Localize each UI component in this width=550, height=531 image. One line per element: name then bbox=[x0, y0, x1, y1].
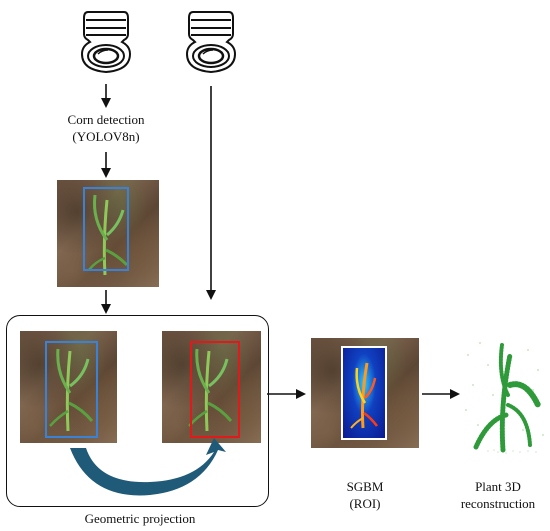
geometric-projection-label: Geometric projection bbox=[84, 511, 196, 526]
detection-image bbox=[57, 180, 159, 287]
geometric-projection-panel bbox=[6, 315, 269, 507]
projection-left-image bbox=[20, 331, 117, 443]
corn-plant-graphic bbox=[88, 194, 129, 276]
corn-plant-graphic bbox=[49, 348, 94, 432]
plant-point-cloud bbox=[465, 342, 544, 454]
detection-bounding-box bbox=[83, 187, 129, 271]
plant3d-title: Plant 3D bbox=[475, 479, 521, 494]
corn-detection-model: (YOLOV8n) bbox=[72, 129, 140, 144]
plant3d-label: Plant 3D reconstruction bbox=[446, 478, 550, 512]
corn-detection-label: Corn detection (YOLOV8n) bbox=[46, 111, 166, 145]
projected-bounding-box bbox=[190, 341, 240, 438]
corn-detection-title: Corn detection bbox=[67, 112, 145, 127]
projection-right-image bbox=[162, 331, 261, 443]
disparity-plant bbox=[350, 362, 378, 429]
left-detection-box bbox=[45, 341, 98, 438]
sgbm-image bbox=[311, 338, 419, 448]
left-camera-icon bbox=[80, 11, 132, 74]
disparity-map bbox=[341, 346, 387, 440]
sgbm-title: SGBM bbox=[346, 479, 384, 494]
sgbm-subtitle: (ROI) bbox=[349, 496, 381, 511]
sgbm-label: SGBM (ROI) bbox=[320, 478, 410, 512]
plant3d-subtitle: reconstruction bbox=[460, 496, 536, 511]
corn-plant-graphic bbox=[188, 348, 233, 432]
right-camera-icon bbox=[185, 11, 237, 74]
